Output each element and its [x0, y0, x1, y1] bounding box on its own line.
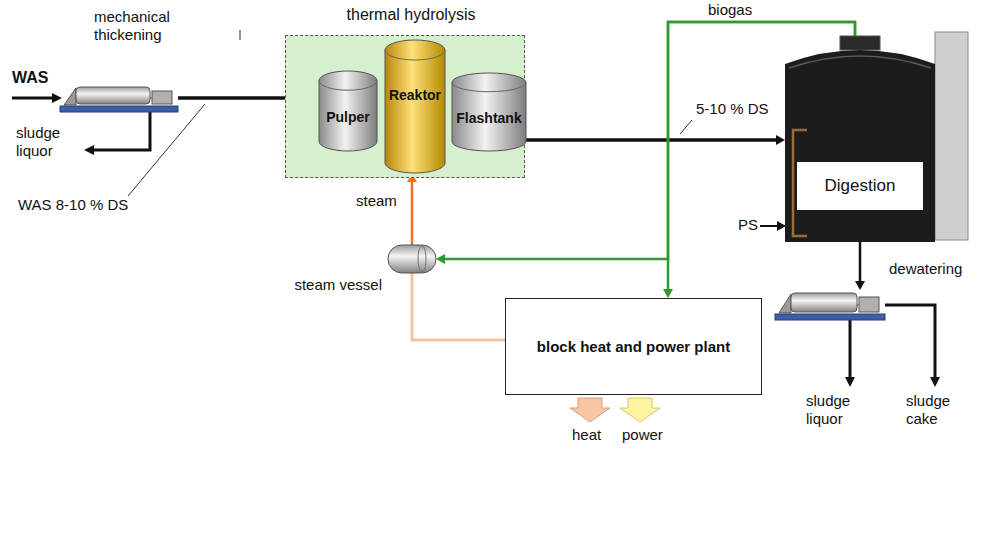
reactor-column-outline-part — [385, 50, 445, 60]
flow-connector — [407, 173, 417, 245]
connector-line — [526, 138, 778, 142]
node-label: mechanical thickening — [94, 8, 190, 44]
centrifuge-outline-part — [64, 88, 76, 105]
heat-arrow — [570, 398, 610, 422]
sludge-liquor-outlet — [845, 320, 855, 387]
stream-label: sludge cake — [906, 392, 966, 428]
stream-label: PS — [738, 216, 768, 234]
sludge-cake-outlet — [885, 305, 940, 387]
digester-tank-outline-part — [840, 36, 880, 50]
centrifuge: dewatering — [775, 290, 885, 320]
reactor-column: Reaktor — [385, 40, 445, 173]
centrifuge-outline-part — [152, 91, 172, 104]
digester-tank: Digestion — [785, 30, 970, 242]
stream-label: WAS 8-10 % DS — [18, 196, 128, 214]
stream-label: sludge liquor — [16, 124, 80, 160]
was-inlet-arrow-part — [52, 93, 62, 103]
edge-label: biogas — [706, 1, 754, 19]
centrifuge-outline-part — [150, 98, 152, 99]
centrifuge-outline-part — [76, 87, 150, 104]
node-label: Digestion — [797, 162, 923, 210]
centrifuge-outline — [775, 290, 885, 320]
steam-vessel-outline — [388, 245, 436, 273]
output-label: heat — [572, 426, 622, 444]
sludge-liquor-outlet-part — [849, 320, 852, 378]
node-label: dewatering — [889, 260, 979, 278]
centrifuge-outline-part — [857, 305, 859, 306]
flash-tank: Flashtank — [452, 73, 526, 151]
chp-plant: block heat and power plant — [505, 298, 762, 395]
node-label: Pulper — [319, 109, 377, 126]
steam-vessel: steam vessel — [388, 245, 436, 273]
sludge-liquor-outlet-part — [845, 377, 855, 387]
node-label: thermal hydrolysis — [326, 5, 496, 24]
leader-line — [128, 104, 205, 196]
flow-connector — [412, 273, 505, 340]
power-arrow — [620, 398, 660, 422]
sludge-liquor-outlet-part — [92, 112, 150, 150]
node-label: Reaktor — [385, 86, 445, 103]
pulper-tank-outline-part — [319, 81, 377, 91]
ps-inlet-arrow-part — [777, 221, 786, 231]
output-label: power — [622, 426, 682, 444]
node-label: block heat and power plant — [506, 338, 761, 356]
digester-tank-outline-part — [789, 56, 931, 68]
tick-mark — [240, 30, 241, 40]
centrifuge-outline — [60, 84, 178, 112]
steam-vessel-outline-part — [388, 245, 436, 273]
connector-line — [411, 180, 414, 245]
reactor-column-outline — [385, 40, 445, 173]
stream-label: sludge liquor — [806, 392, 866, 428]
digester-tank-outline — [785, 30, 970, 242]
flow-connector — [526, 135, 785, 145]
flash-tank-outline-part — [452, 82, 526, 91]
stream-label: steam — [356, 192, 406, 210]
sludge-liquor-outlet-part — [84, 145, 94, 155]
ps-inlet-arrow — [760, 221, 786, 231]
power-arrow-part — [620, 398, 660, 422]
centrifuge-outline-part — [60, 106, 178, 112]
leader-line — [680, 120, 692, 134]
pulper-tank-outline-part — [319, 71, 377, 151]
flow-connector — [855, 242, 865, 290]
sludge-cake-outlet-part — [885, 305, 935, 378]
node-label: Flashtank — [452, 110, 526, 127]
reactor-column-outline-part — [385, 40, 445, 173]
arrow-head — [436, 254, 445, 264]
flash-tank-outline-part — [452, 73, 526, 151]
was-inlet-arrow — [12, 93, 62, 103]
digester-tank-outline-part — [935, 32, 968, 240]
centrifuge-outline-part — [779, 294, 791, 313]
arrow-head — [855, 281, 865, 290]
process-group: thermal hydrolysisPulperReaktorFlashtank — [285, 35, 525, 178]
steam-vessel-outline-part — [418, 246, 426, 272]
pulper-tank: Pulper — [319, 71, 377, 151]
arrow-head — [663, 289, 673, 298]
heat-arrow-part — [570, 398, 610, 422]
digester-tank-outline-part — [785, 50, 935, 242]
centrifuge: mechanical thickening — [60, 84, 178, 112]
edge-label: 5-10 % DS — [694, 100, 771, 118]
centrifuge-outline-part — [791, 293, 857, 312]
connector-line — [412, 273, 505, 340]
was-inlet-arrow-part — [12, 97, 54, 100]
sludge-cake-outlet-part — [930, 377, 940, 387]
centrifuge-outline-part — [775, 314, 885, 320]
sludge-liquor-outlet — [84, 112, 150, 155]
ps-inlet-arrow-part — [760, 225, 778, 227]
connector-line — [859, 242, 862, 283]
node-label: steam vessel — [248, 276, 382, 294]
stream-label: WAS — [12, 68, 62, 87]
arrow-head — [776, 135, 785, 145]
centrifuge-outline-part — [859, 297, 879, 312]
